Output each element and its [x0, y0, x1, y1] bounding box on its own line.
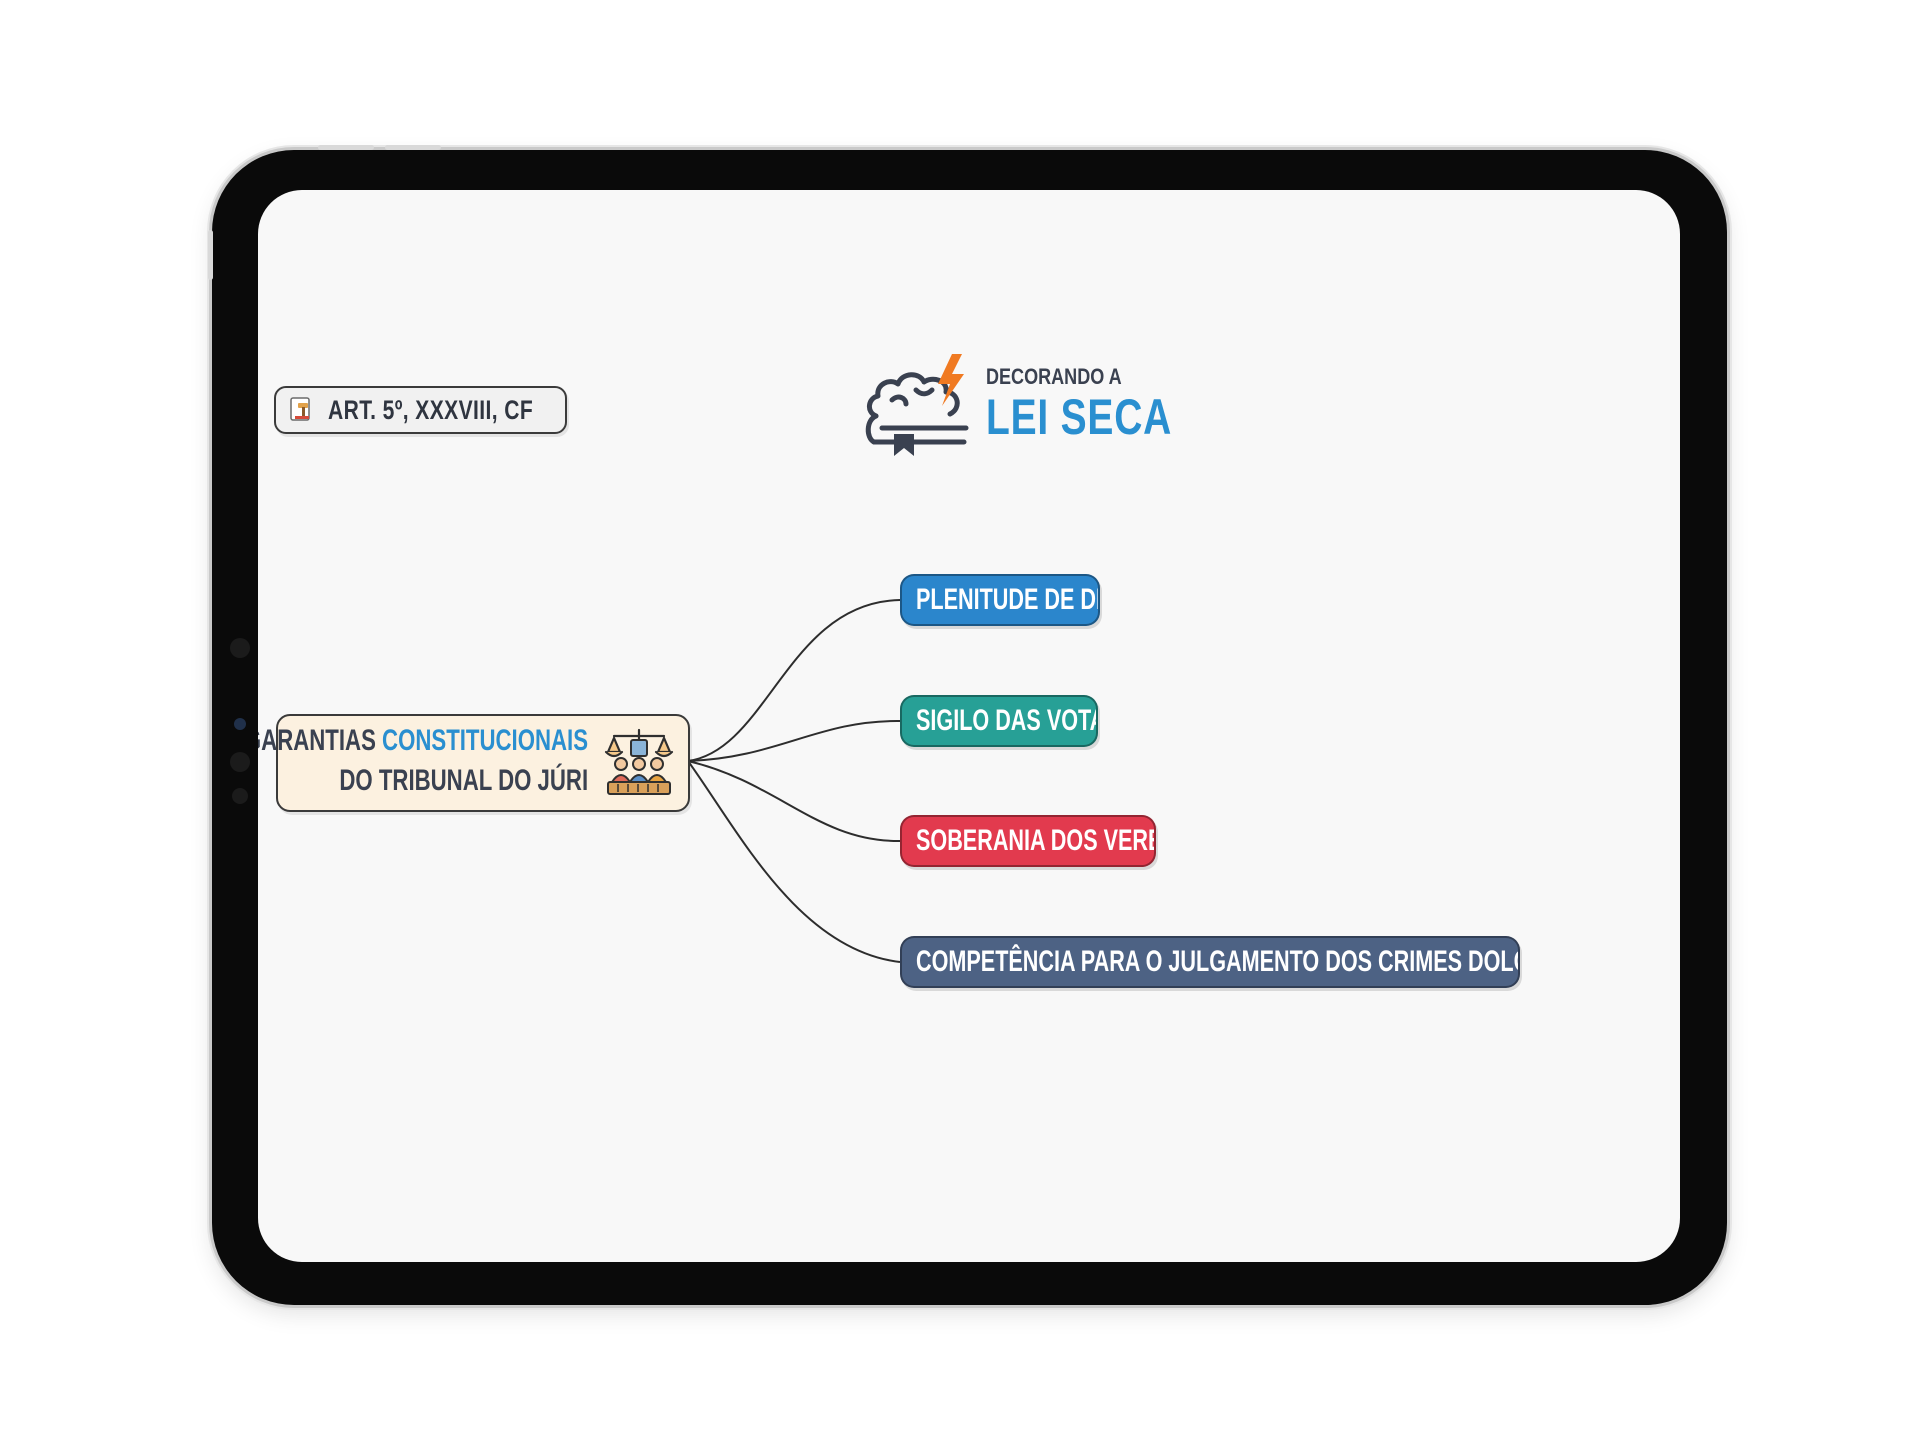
camera-sensor-2	[230, 752, 250, 772]
branch-soberania-dos-veredictos[interactable]: SOBERANIA DOS VEREDICTOS	[900, 815, 1156, 867]
branch-competencia-julgamento[interactable]: COMPETÊNCIA PARA O JULGAMENTO DOS CRIMES…	[900, 936, 1520, 988]
reference-tag: ART. 5º, XXXVIII, CF	[274, 386, 567, 434]
logo-subtitle: DECORANDO A	[986, 364, 1122, 389]
central-topic-line1: GARANTIAS CONSTITUCIONAIS	[258, 724, 588, 758]
connector-branch-4	[687, 760, 901, 963]
central-topic-highlight: CONSTITUCIONAIS	[382, 724, 588, 757]
camera-sensor	[230, 638, 250, 658]
reference-label: ART. 5º, XXXVIII, CF	[328, 394, 534, 425]
camera-lens	[234, 718, 246, 730]
central-topic-line2: DO TRIBUNAL DO JÚRI	[339, 764, 588, 797]
logo: DECORANDO A LEI SECA	[862, 350, 1172, 460]
central-topic-text: GARANTIAS	[258, 724, 376, 757]
tablet-screen: ART. 5º, XXXVIII, CF DECORANDO A LEI SEC…	[258, 190, 1680, 1262]
jury-court-icon	[604, 728, 674, 795]
branch-label: SIGILO DAS VOTAÇÕES	[916, 704, 1096, 737]
volume-button-top	[318, 145, 374, 150]
side-button	[208, 230, 213, 280]
brain-book-icon	[865, 354, 969, 456]
branch-sigilo-das-votacoes[interactable]: SIGILO DAS VOTAÇÕES	[900, 695, 1098, 747]
branch-label: COMPETÊNCIA PARA O JULGAMENTO DOS CRIMES…	[916, 945, 1518, 978]
connector-branch-1	[687, 599, 901, 762]
central-topic[interactable]: GARANTIAS CONSTITUCIONAIS DO TRIBUNAL DO…	[258, 714, 690, 812]
branch-label: PLENITUDE DE DEFESA	[916, 583, 1098, 616]
gavel-icon	[290, 397, 310, 421]
logo-title: LEI SECA	[986, 389, 1173, 445]
branch-plenitude-de-defesa[interactable]: PLENITUDE DE DEFESA	[900, 574, 1100, 626]
connector-branch-3	[687, 760, 901, 843]
camera-sensor-3	[232, 788, 248, 804]
connector-branch-2	[687, 719, 901, 762]
mind-map-connectors	[687, 599, 901, 963]
volume-button-top-2	[385, 145, 441, 150]
branch-label: SOBERANIA DOS VEREDICTOS	[916, 824, 1154, 857]
